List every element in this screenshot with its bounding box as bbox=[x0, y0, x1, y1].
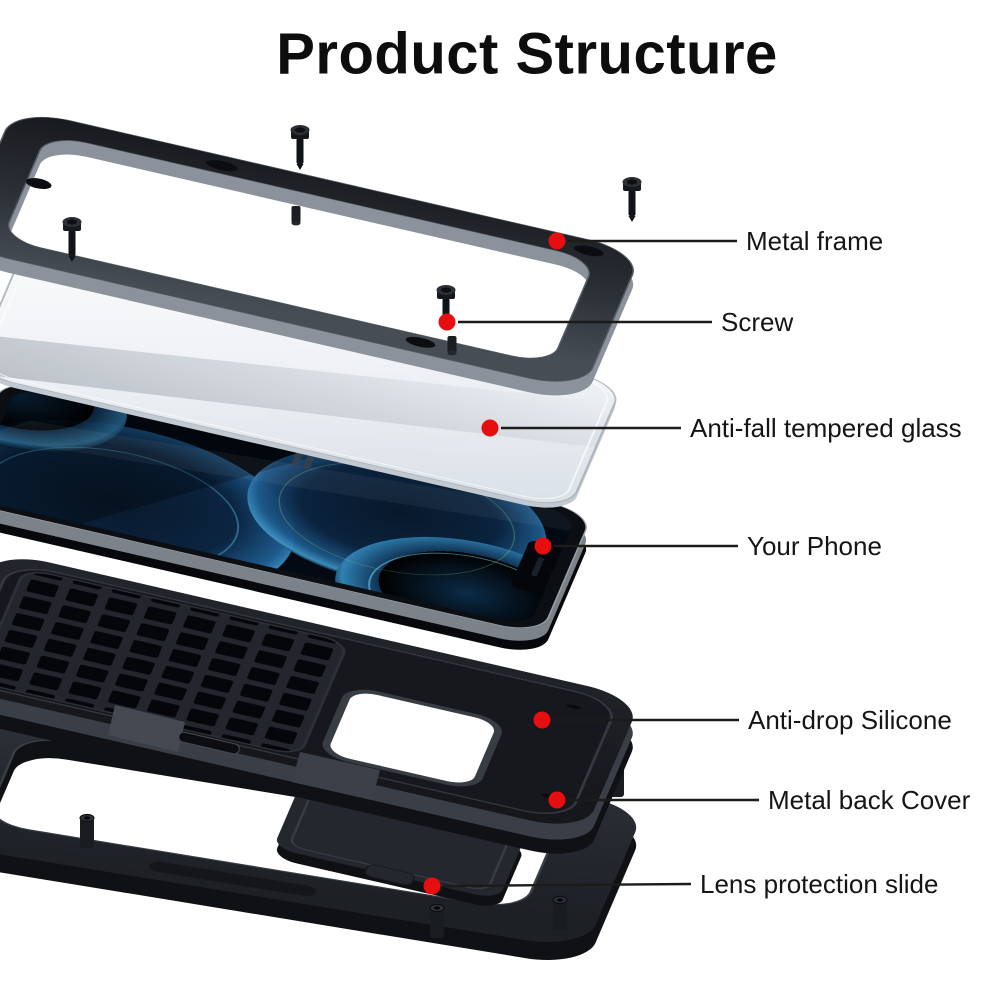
callout-line bbox=[442, 882, 692, 888]
callout-label: Your Phone bbox=[747, 531, 882, 561]
slide-tab bbox=[364, 864, 415, 885]
cover-slot bbox=[149, 861, 316, 896]
callout-metal-frame: Metal frame bbox=[548, 226, 883, 256]
silicone-camera-cutout bbox=[322, 689, 503, 787]
callout-tempered-glass: Anti-fall tempered glass bbox=[481, 413, 962, 443]
frame-screw-hole bbox=[25, 178, 52, 190]
callout-label: Anti-drop Silicone bbox=[748, 705, 952, 735]
callout-label: Anti-fall tempered glass bbox=[690, 413, 962, 443]
cover-post bbox=[429, 903, 445, 938]
callout-dot bbox=[548, 791, 566, 809]
callout-label: Metal frame bbox=[746, 226, 883, 256]
screw-illustration bbox=[62, 217, 82, 262]
callout-your-phone: Your Phone bbox=[534, 531, 882, 561]
silicone-side-armor bbox=[292, 752, 380, 800]
callout-dot bbox=[438, 313, 456, 331]
cover-post bbox=[79, 813, 95, 848]
callout-label: Metal back Cover bbox=[768, 785, 971, 815]
screw-illustration bbox=[290, 125, 310, 170]
frame-peg bbox=[291, 206, 301, 226]
callout-dot bbox=[533, 711, 551, 729]
callout-anti-drop-silicone: Anti-drop Silicone bbox=[533, 705, 952, 735]
screw-illustration bbox=[436, 285, 456, 330]
cover-post bbox=[552, 895, 568, 930]
frame-peg bbox=[447, 336, 457, 356]
callout-lens-protection-slide: Lens protection slide bbox=[423, 869, 938, 899]
silicone-button-slot bbox=[178, 731, 240, 755]
callout-label: Screw bbox=[721, 307, 793, 337]
page-title: Product Structure bbox=[276, 22, 778, 87]
silicone-side-armor bbox=[108, 705, 185, 752]
silicone-screw-hole bbox=[566, 704, 581, 710]
phone-speaker-slit bbox=[291, 452, 303, 466]
callout-dot bbox=[534, 537, 552, 555]
frame-screw-hole bbox=[205, 160, 238, 172]
callout-label: Lens protection slide bbox=[700, 869, 938, 899]
frame-screw-hole bbox=[574, 245, 604, 257]
callout-dot bbox=[481, 419, 499, 437]
callout-metal-back-cover: Metal back Cover bbox=[548, 785, 971, 815]
callout-dot bbox=[548, 232, 566, 250]
frame-screw-hole bbox=[405, 336, 436, 348]
screw-illustration bbox=[622, 177, 642, 222]
glass-sheen bbox=[0, 335, 615, 448]
screws bbox=[62, 125, 642, 330]
callout-dot bbox=[423, 877, 441, 895]
anti-drop-silicone-illustration bbox=[0, 550, 642, 863]
callouts: Metal frame Screw Anti-fall tempered gla… bbox=[423, 226, 971, 899]
metal-frame-illustration bbox=[0, 107, 643, 405]
callout-screw: Screw bbox=[438, 307, 793, 337]
phone-speaker-slit bbox=[302, 455, 315, 469]
silicone-waffle-grid bbox=[0, 568, 349, 757]
phone-earpiece bbox=[531, 557, 545, 577]
